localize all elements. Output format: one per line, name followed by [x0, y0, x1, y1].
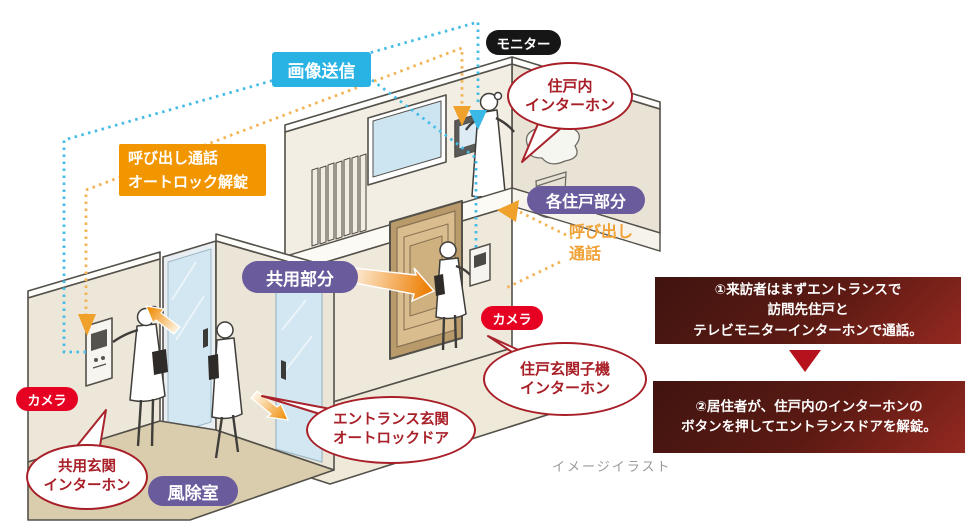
image-transmission-text: 画像送信	[287, 62, 356, 82]
entrance-visitor-figure	[112, 305, 168, 447]
call-talk-text: 呼び出し 通話	[569, 222, 634, 263]
orange-arrow-each-unit	[497, 200, 519, 222]
camera-label-right: カメラ	[481, 306, 543, 330]
windbreak-arrow-in	[145, 305, 181, 335]
sliding-door-1	[162, 240, 217, 447]
camera-label-left: カメラ	[16, 387, 78, 411]
radiator	[311, 153, 367, 247]
image-illustration-caption: イメージイラスト	[552, 460, 672, 475]
step-2-box: ②居住者が、住戸内のインターホンの ボタンを押してエントランスドアを解錠。	[653, 381, 965, 453]
monitor-label: モニター	[486, 30, 561, 55]
unit-intercom-bubble: 住戸内 インターホン	[507, 62, 633, 130]
image-transmission-line-2	[371, 78, 478, 248]
cyan-arrow-monitor	[469, 110, 487, 130]
orange-arrow-monitor	[453, 106, 471, 126]
walking-figure	[208, 321, 243, 459]
each-unit-area-label: 各住戸部分	[527, 186, 645, 214]
image-transmission-label: 画像送信	[272, 52, 371, 87]
orange-arrow-entrance-unit	[78, 314, 96, 336]
common-area-label: 共用部分	[242, 261, 358, 293]
monitor-text: モニター	[496, 36, 551, 53]
visitor-at-door-figure	[434, 241, 476, 351]
step-flow-arrow-icon	[789, 350, 821, 372]
door-unit-intercom-bubble: 住戸玄関子機 インターホン	[483, 342, 647, 416]
call-unlock-line	[84, 45, 464, 316]
windbreak-arrow-out	[250, 390, 289, 421]
call-unlock-label: 呼び出し通話 オートロック解錠	[119, 144, 266, 196]
common-entrance-intercom-bubble: 共用玄関 インターホン	[26, 444, 148, 510]
signal-lines	[62, 20, 577, 354]
step-1-box: ①来訪者はまずエントランスで 訪問先住戸と テレビモニターインターホンで通話。	[655, 277, 961, 344]
door-intercom-unit	[469, 242, 491, 288]
entrance-autolock-door-bubble: エントランス玄関 オートロックドア	[306, 396, 476, 464]
window	[367, 94, 447, 186]
entrance-intercom-unit	[85, 317, 113, 387]
image-transmission-line	[62, 20, 480, 354]
windbreak-room-label: 風除室	[148, 476, 238, 506]
signal-arrowheads	[78, 106, 519, 336]
call-talk-line-b	[505, 260, 561, 290]
